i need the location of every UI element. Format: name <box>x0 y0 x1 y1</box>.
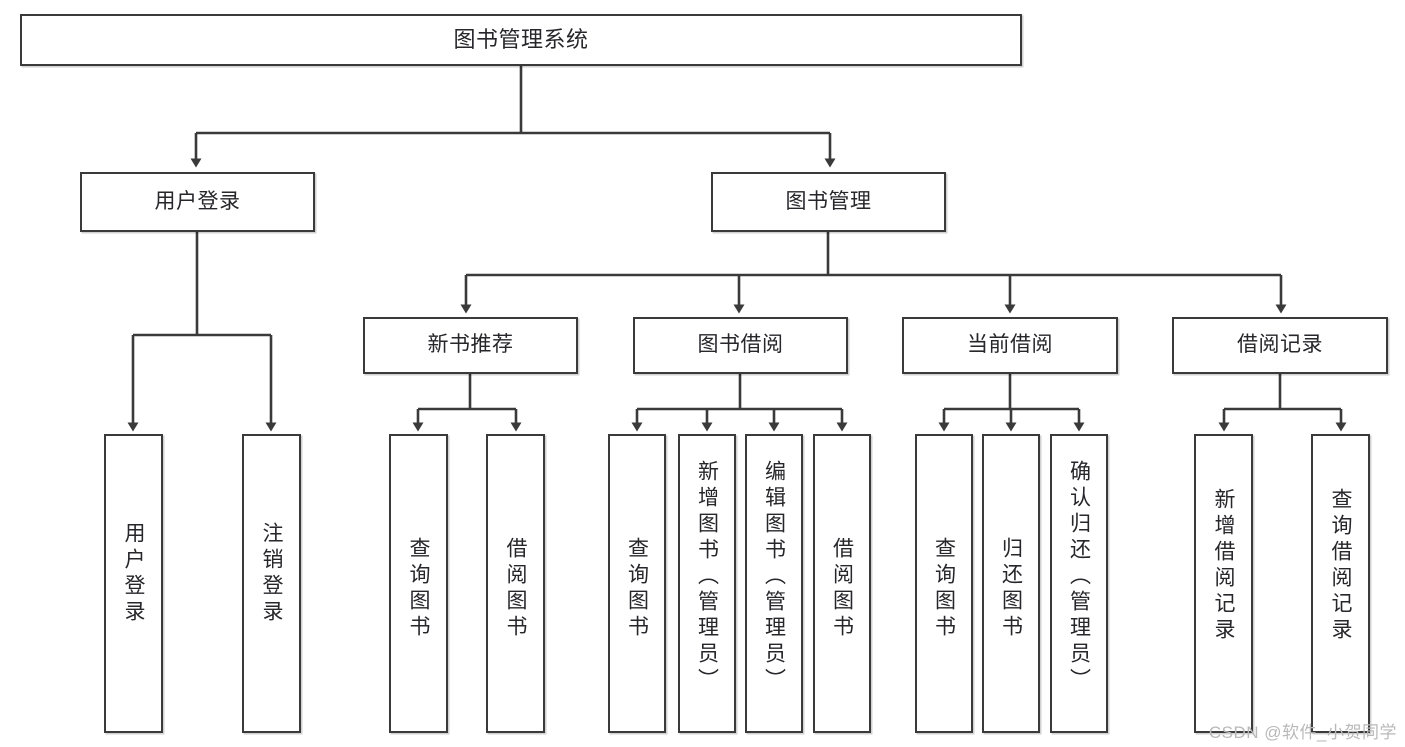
leaf-edit-book-admin-label: 编辑图书（管理员） <box>762 460 786 694</box>
leaf-query-book-3[interactable]: 查询图书 <box>915 434 973 733</box>
leaf-query-borrow-record-label: 查询借阅记录 <box>1329 488 1352 644</box>
node-book-borrow[interactable]: 图书借阅 <box>633 317 848 374</box>
node-book-manage-label: 图书管理 <box>785 189 872 213</box>
leaf-return-book[interactable]: 归还图书 <box>982 434 1040 733</box>
node-user-login[interactable]: 用户登录 <box>80 172 315 232</box>
leaf-return-book-label: 归还图书 <box>999 537 1023 641</box>
leaf-add-borrow-record-label: 新增借阅记录 <box>1212 488 1235 644</box>
node-current-borrow[interactable]: 当前借阅 <box>902 317 1118 374</box>
leaf-query-borrow-record[interactable]: 查询借阅记录 <box>1311 434 1370 733</box>
leaf-query-book-3-label: 查询图书 <box>932 537 956 641</box>
node-book-borrow-label: 图书借阅 <box>697 333 784 357</box>
leaf-borrow-book-1-label: 借阅图书 <box>504 537 527 641</box>
leaf-borrow-book-2[interactable]: 借阅图书 <box>813 434 871 733</box>
leaf-user-login-label: 用户登录 <box>122 522 145 626</box>
leaf-add-book-admin[interactable]: 新增图书（管理员） <box>678 434 736 733</box>
node-user-login-label: 用户登录 <box>154 189 241 213</box>
leaf-add-book-admin-label: 新增图书（管理员） <box>695 460 719 694</box>
leaf-add-borrow-record[interactable]: 新增借阅记录 <box>1194 434 1253 733</box>
leaf-query-book-1-label: 查询图书 <box>407 537 430 641</box>
node-current-borrow-label: 当前借阅 <box>967 333 1053 357</box>
leaf-confirm-return-admin-label: 确认归还（管理员） <box>1067 460 1091 694</box>
leaf-confirm-return-admin[interactable]: 确认归还（管理员） <box>1050 434 1108 733</box>
node-book-manage[interactable]: 图书管理 <box>711 172 946 232</box>
leaf-logout[interactable]: 注销登录 <box>242 434 301 733</box>
leaf-edit-book-admin[interactable]: 编辑图书（管理员） <box>745 434 803 733</box>
node-root-label: 图书管理系统 <box>453 27 589 53</box>
node-borrow-record[interactable]: 借阅记录 <box>1172 317 1388 374</box>
leaf-query-book-1[interactable]: 查询图书 <box>389 434 448 733</box>
node-borrow-record-label: 借阅记录 <box>1237 333 1323 357</box>
leaf-borrow-book-1[interactable]: 借阅图书 <box>486 434 545 733</box>
leaf-borrow-book-2-label: 借阅图书 <box>830 537 854 641</box>
leaf-user-login[interactable]: 用户登录 <box>104 434 163 733</box>
leaf-logout-label: 注销登录 <box>260 522 283 626</box>
node-new-book-rec[interactable]: 新书推荐 <box>363 317 578 374</box>
leaf-query-book-2-label: 查询图书 <box>625 537 649 641</box>
leaf-query-book-2[interactable]: 查询图书 <box>608 434 666 733</box>
node-new-book-rec-label: 新书推荐 <box>427 333 514 357</box>
node-root[interactable]: 图书管理系统 <box>20 14 1022 66</box>
